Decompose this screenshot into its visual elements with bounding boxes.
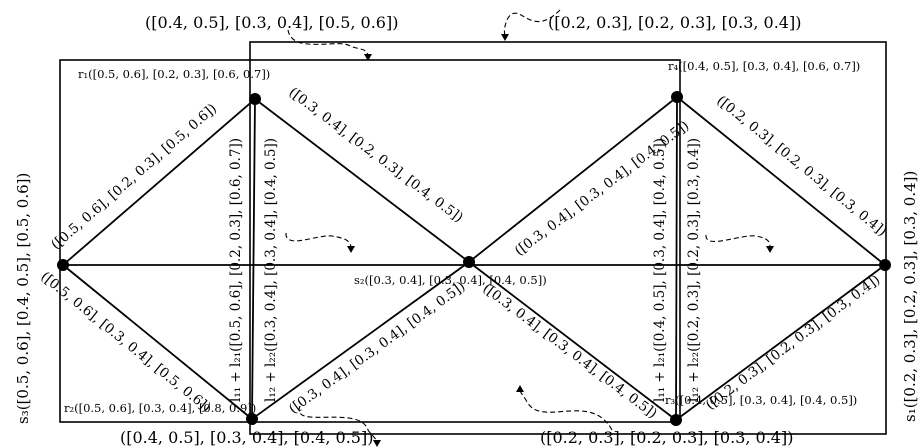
node-s3: [57, 259, 69, 271]
annotation-bottom-left: ([0.4, 0.5], [0.3, 0.4], [0.4, 0.5]): [120, 428, 373, 447]
edge-s2-r3: [468, 261, 677, 421]
edge-r2-s2: [251, 261, 470, 420]
right-frame: [249, 41, 887, 435]
node-s2: [463, 256, 475, 268]
edge-label-r4-r3-b: l₁₂ + l₂₂([0.2, 0.3], [0.2, 0.3], [0.3, …: [686, 138, 702, 402]
edge-label-r1-r2-b: l₁₂ + l₂₂([0.3, 0.4], [0.3, 0.4], [0.4, …: [263, 138, 279, 402]
node-r2: [246, 413, 258, 425]
squiggle-arrow-bottom-right: [516, 385, 613, 431]
node-label-r4: r₄([0.4, 0.5], [0.3, 0.4], [0.6, 0.7]): [668, 59, 860, 73]
edge-label-r3-s1: ([0.2, 0.3], [0.2, 0.3], [0.3, 0.4]): [703, 272, 883, 413]
edge-label-r4-r3-a: l₁₁ + l₂₁([0.4, 0.5], [0.3, 0.4], [0.4, …: [652, 138, 668, 402]
node-label-r3: r₃([0.4, 0.5], [0.3, 0.4], [0.4, 0.5]): [665, 393, 857, 407]
edge-label-s2-r3: ([0.3, 0.4], [0.3, 0.4], [0.4, 0.5]): [480, 280, 660, 421]
edge-r1-s2: [254, 98, 470, 263]
edge-label-r4-s1: ([0.2, 0.3], [0.2, 0.3], [0.3, 0.4]): [713, 93, 889, 240]
edge-label-r1-r2-a: l₁₁ + l₂₁([0.5, 0.6], [0.2, 0.3], [0.6, …: [228, 138, 244, 402]
edge-s2-r4: [468, 96, 678, 263]
squiggle-arrow-center-right: [705, 234, 774, 253]
node-s1: [879, 259, 891, 271]
squiggle-arrow-bottom-left: [298, 405, 381, 447]
node-label-r1: r₁([0.5, 0.6], [0.2, 0.3], [0.6, 0.7]): [78, 67, 270, 81]
node-r4: [671, 91, 683, 103]
node-r3: [670, 414, 682, 426]
edge-r4-r3: [675, 96, 678, 421]
annotation-top-left: ([0.4, 0.5], [0.3, 0.4], [0.5, 0.6]): [145, 13, 398, 32]
annotation-bottom-right: ([0.2, 0.3], [0.2, 0.3], [0.3, 0.4]): [540, 428, 793, 447]
node-label-r2: r₂([0.5, 0.6], [0.3, 0.4], [0.8, 0.9]): [64, 401, 256, 415]
annotation-top-right: ([0.2, 0.3], [0.2, 0.3], [0.3, 0.4]): [548, 13, 801, 32]
edge-label-r1-s2: ([0.3, 0.4], [0.2, 0.3], [0.4, 0.5]): [286, 84, 466, 225]
edge-s3-r1: [62, 98, 256, 266]
squiggle-arrow-top-right: [501, 9, 561, 41]
squiggle-arrow-top-left: [287, 29, 372, 61]
edge-r1-r2: [251, 98, 256, 420]
node-label-s1: s₁([0.2, 0.3], [0.2, 0.3], [0.3, 0.4]): [901, 171, 919, 422]
node-label-s3: s₃([0.5, 0.6], [0.4, 0.5], [0.5, 0.6]): [14, 173, 32, 424]
edge-s3-r2: [62, 264, 253, 420]
edge-label-s3-r1: ([0.5, 0.6], [0.2, 0.3], [0.5, 0.6]): [48, 101, 220, 253]
squiggle-arrow-center-left: [285, 232, 355, 253]
edge-label-s3-r2: ([0.5, 0.6], [0.3, 0.4], [0.5, 0.6]): [37, 269, 213, 416]
node-label-s2: s₂([0.3, 0.4], [0.3, 0.4], [0.4, 0.5]): [354, 273, 547, 287]
left-frame: [59, 59, 681, 423]
edge-r3-s1: [675, 264, 886, 421]
node-r1: [249, 93, 261, 105]
edge-r4-s1: [676, 96, 886, 266]
edge-label-r2-s2: ([0.3, 0.4], [0.3, 0.4], [0.4, 0.5]): [286, 279, 468, 418]
